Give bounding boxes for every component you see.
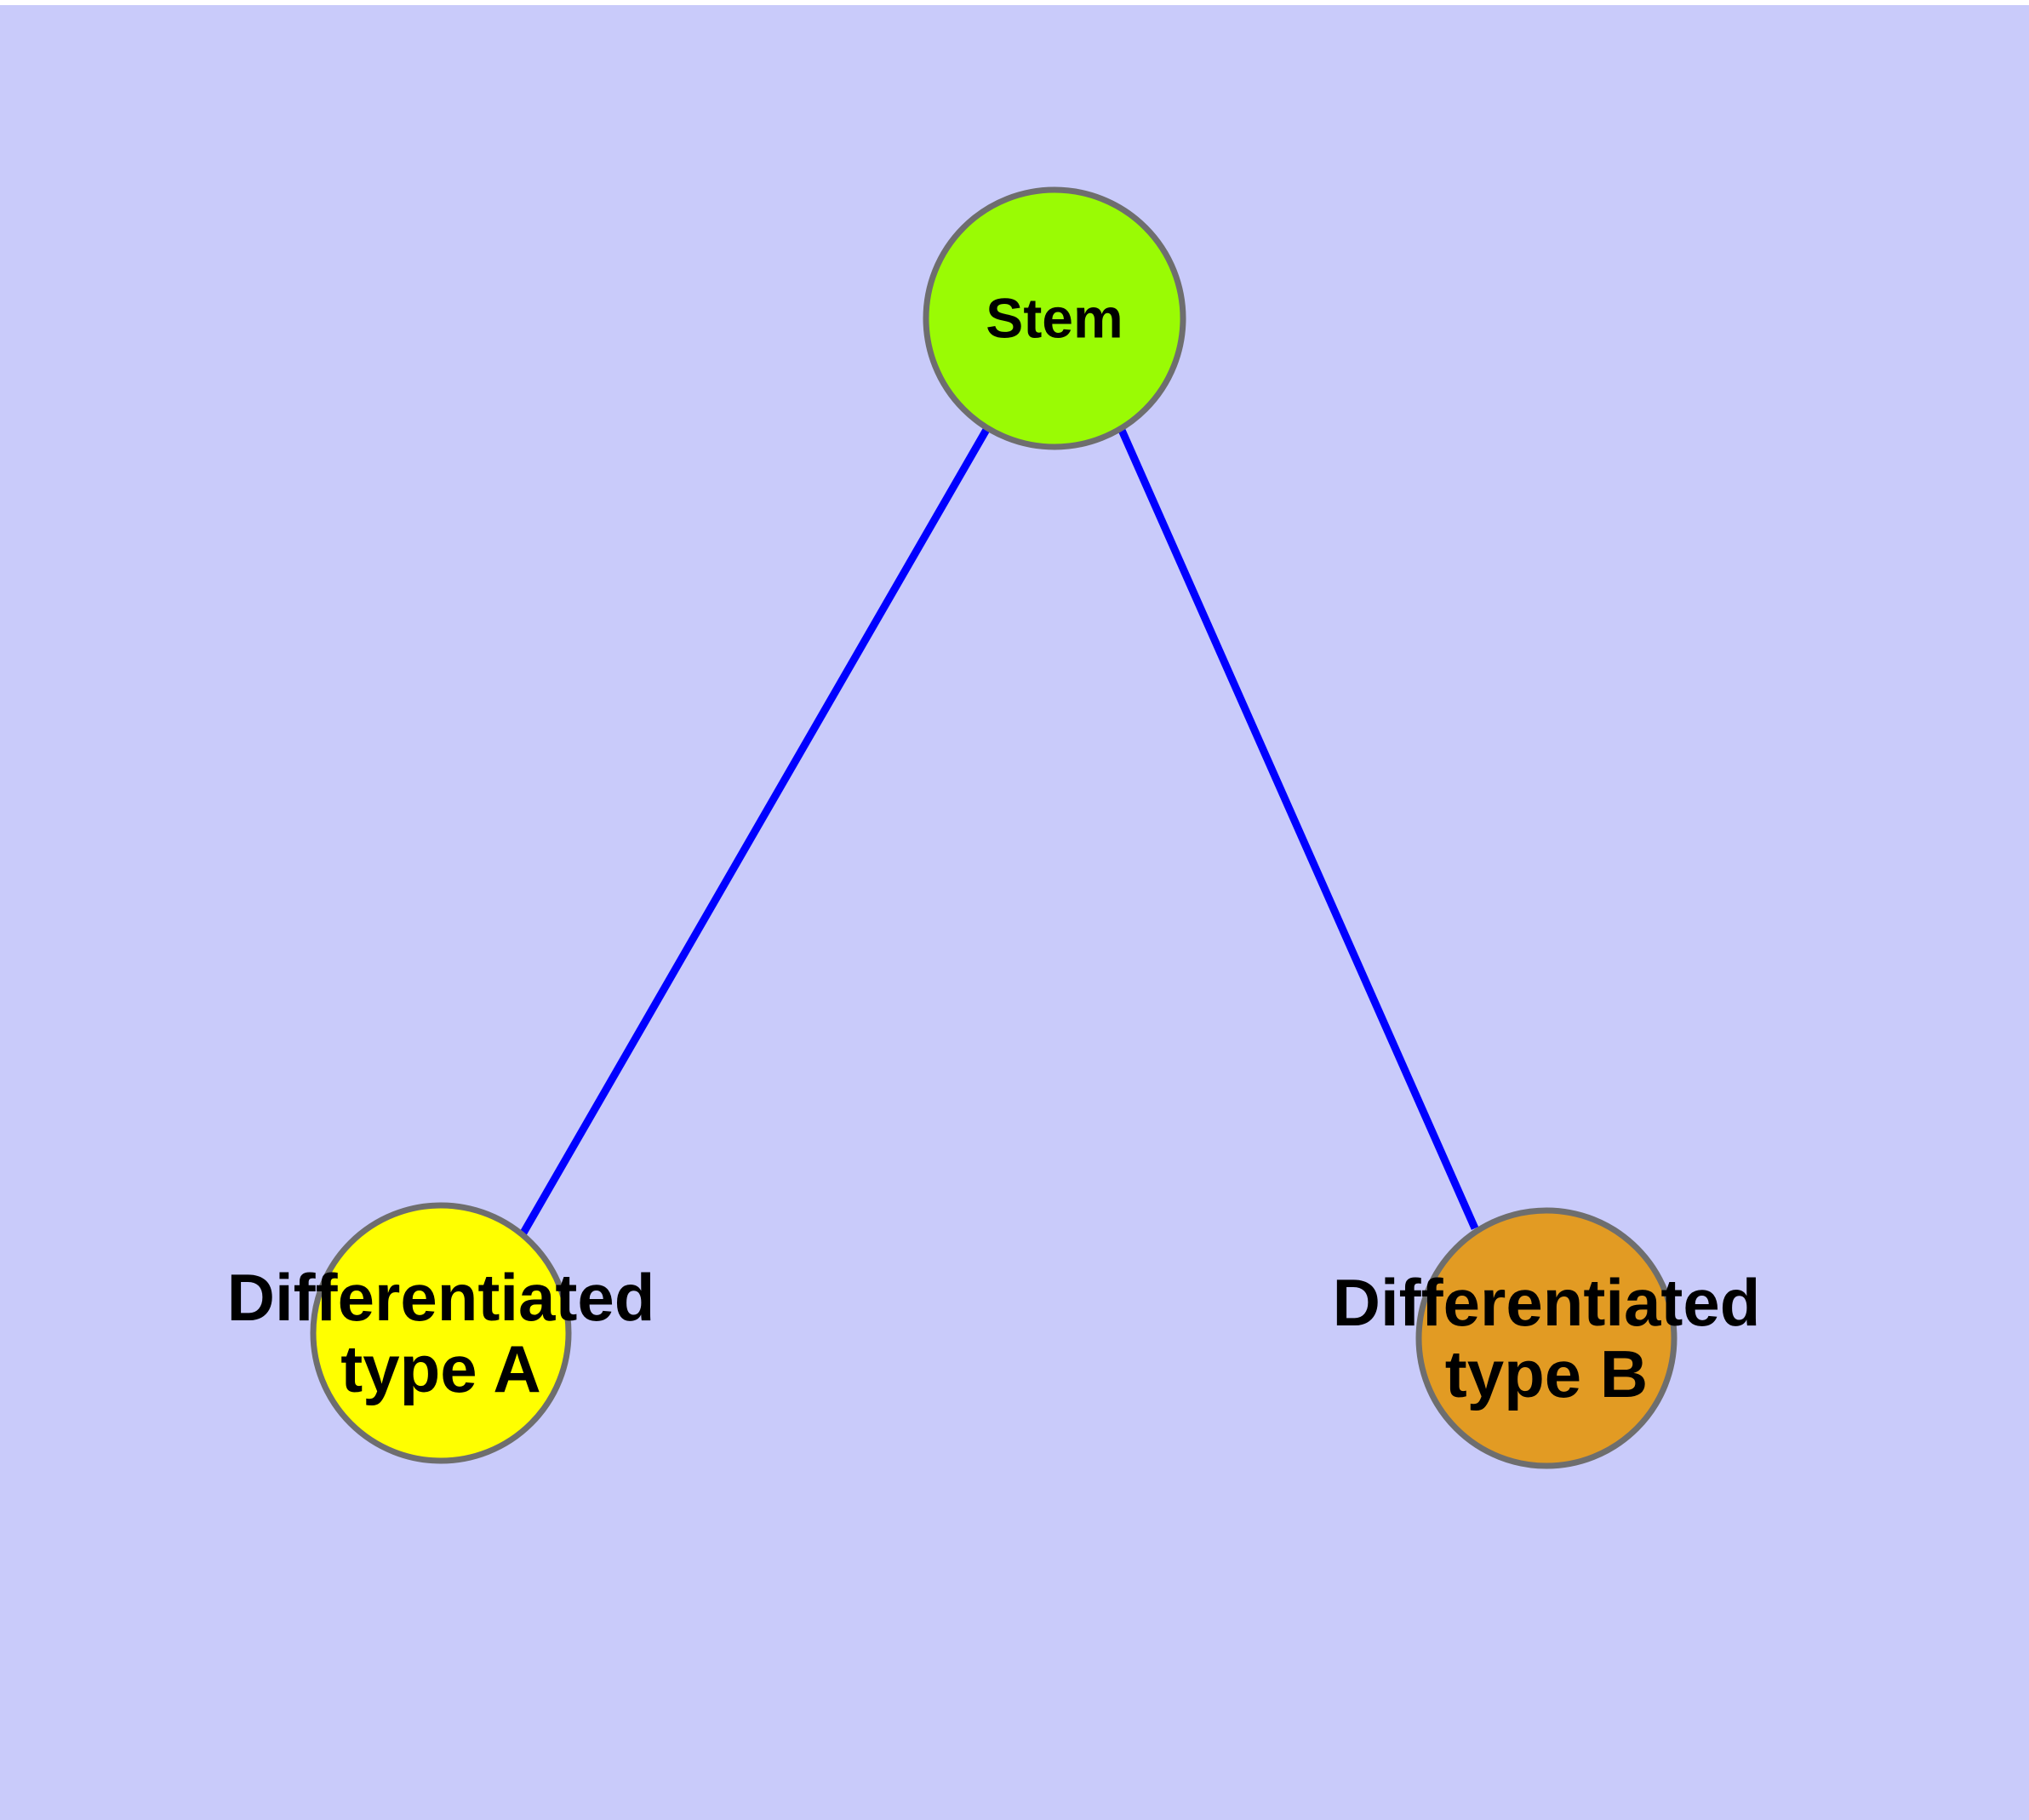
- graph-node-stem[interactable]: [923, 186, 1186, 450]
- nodes-group: [310, 186, 1677, 1469]
- graph-node-diff-b[interactable]: [1415, 1207, 1677, 1469]
- graph-edge-stem-to-diff-a: [519, 426, 991, 1237]
- edges-group: [519, 426, 1479, 1237]
- graph-svg: [310, 186, 1677, 1469]
- graph-edge-stem-to-diff-b: [1117, 426, 1479, 1230]
- graph-node-diff-a[interactable]: [310, 1202, 572, 1464]
